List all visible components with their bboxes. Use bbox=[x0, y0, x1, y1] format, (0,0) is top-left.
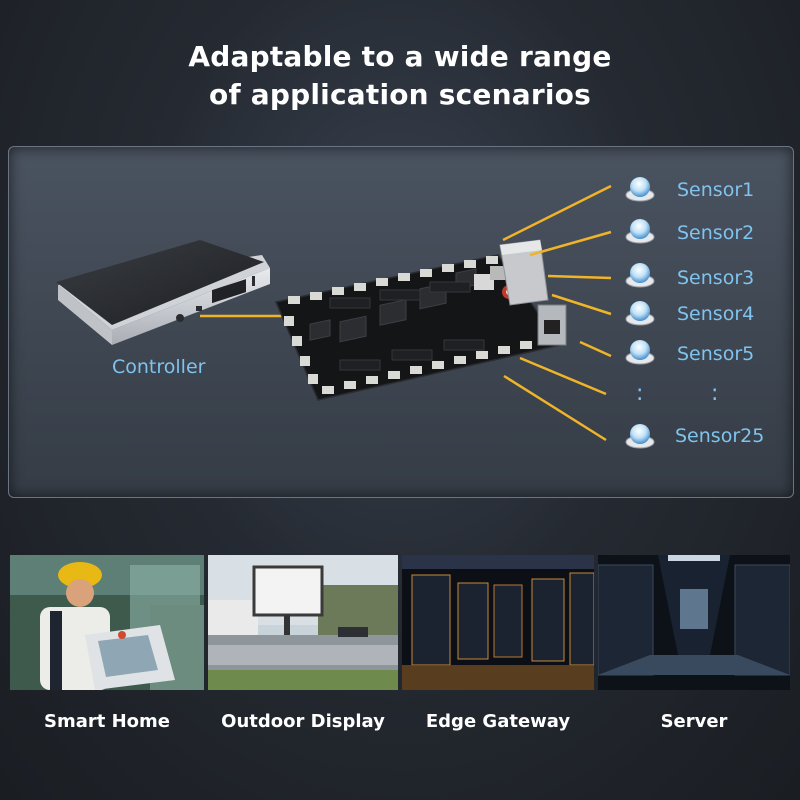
sensor-icon bbox=[625, 263, 655, 288]
sensor-icon bbox=[625, 340, 655, 365]
sensor-icon bbox=[625, 424, 655, 449]
server-photo bbox=[598, 555, 790, 690]
edge-gateway-photo bbox=[402, 555, 594, 690]
ellipsis-left: : bbox=[636, 381, 644, 406]
sensor-connector-lines bbox=[502, 184, 612, 442]
page-title: Adaptable to a wide range of application… bbox=[0, 38, 800, 114]
caption-server: Server bbox=[660, 711, 728, 732]
sensor-label-2: Sensor2 bbox=[677, 222, 755, 244]
smart-home-photo bbox=[10, 555, 204, 690]
caption-edge-gateway: Edge Gateway bbox=[425, 711, 571, 732]
sensor-icon bbox=[625, 177, 655, 202]
sensor-label-4: Sensor4 bbox=[677, 303, 755, 325]
controller-device bbox=[56, 240, 270, 345]
sensor-label-3: Sensor3 bbox=[677, 267, 755, 289]
sensor-label-25: Sensor25 bbox=[675, 425, 765, 447]
circuit-board bbox=[274, 239, 567, 401]
sensor-icon bbox=[625, 301, 655, 326]
controller-label: Controller bbox=[112, 356, 206, 378]
sensor-label-5: Sensor5 bbox=[677, 343, 755, 365]
title-line-2: of application scenarios bbox=[209, 78, 591, 111]
outdoor-display-photo bbox=[208, 555, 398, 690]
sensor-icon bbox=[625, 219, 655, 244]
caption-smart-home: Smart Home bbox=[43, 711, 170, 732]
ellipsis-right: : bbox=[711, 381, 719, 406]
sensor-label-1: Sensor1 bbox=[677, 179, 755, 201]
sensor-icons bbox=[625, 177, 655, 449]
title-line-1: Adaptable to a wide range bbox=[188, 40, 612, 73]
caption-outdoor-display: Outdoor Display bbox=[221, 711, 385, 732]
